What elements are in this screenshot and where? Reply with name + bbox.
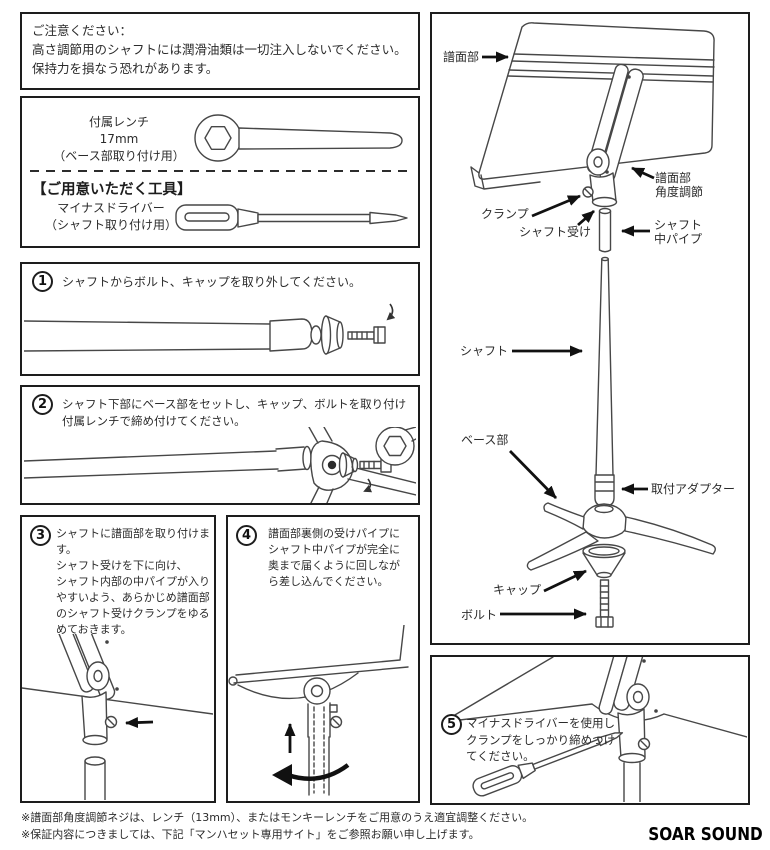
- screwdriver-label: マイナスドライバー （シャフト取り付け用）: [44, 201, 177, 232]
- footnote-2: ※保証内容につきましては、下記「マンハセット専用サイト」をご参照お願い申し上げま…: [21, 828, 480, 841]
- step4-box: 4 譜面部裏側の受けパイプに シャフト中パイプが完全に 奥まで届くように回しなが…: [226, 515, 420, 803]
- step2-box: 2 シャフト下部にベース部をセットし、キャップ、ボルトを取り付け 付属レンチで締…: [20, 385, 420, 505]
- label-bolt: ボルト: [461, 608, 498, 622]
- step2-text: シャフト下部にベース部をセットし、キャップ、ボルトを取り付け 付属レンチで締め付…: [62, 397, 407, 428]
- label-adapter: 取付アダプター: [651, 482, 736, 496]
- shaft-bolt-cap-diagram: [24, 303, 396, 355]
- footnote-1: ※譜面部角度調節ネジは、レンチ（13mm）、またはモンキーレンチをご用意のうえ適…: [21, 811, 534, 824]
- step4-number: 4: [236, 525, 257, 546]
- step3-text: シャフトに譜面部を取り付けま す。 シャフト受けを下に向け、 シャフト内部の中パ…: [56, 527, 210, 636]
- divider: [30, 170, 412, 172]
- label-base: ベース部: [461, 433, 509, 447]
- flathead-screwdriver-icon: [175, 204, 408, 231]
- notice-body: 高さ調節用のシャフトには潤滑油類は一切注入しないでください。 保持力を損なう恐れ…: [32, 42, 407, 77]
- label-desk: 譜面部: [443, 50, 480, 64]
- label-shaft-receiver: シャフト受け: [519, 225, 592, 239]
- box-wrench-icon: [194, 114, 403, 162]
- step5-number: 5: [441, 714, 462, 735]
- label-clamp: クランプ: [481, 207, 529, 221]
- base-assembly-diagram: [24, 427, 416, 503]
- label-angle-adjust: 譜面部 角度調節: [655, 171, 704, 200]
- step5-text: マイナスドライバーを使用し クランプをしっかり締めつけ てください。: [466, 716, 616, 764]
- step3-number: 3: [30, 525, 51, 546]
- tools-box: 付属レンチ 17mm （ベース部取り付け用） 【ご用意いただく工具】 マイナスド…: [20, 96, 420, 248]
- label-mid-pipe: シャフト 中パイプ: [654, 218, 703, 247]
- label-cap: キャップ: [493, 583, 542, 597]
- notice-title: ご注意ください：: [32, 23, 133, 38]
- clamp-loosen-diagram: [22, 634, 213, 800]
- step1-text: シャフトからボルト、キャップを取り外してください。: [62, 275, 362, 289]
- brand-logo: SOAR SOUND: [648, 824, 763, 845]
- step3-box: 3 シャフトに譜面部を取り付けま す。 シャフト受けを下に向け、 シャフト内部の…: [20, 515, 216, 803]
- music-stand-diagram: [470, 22, 716, 628]
- step1-box: 1 シャフトからボルト、キャップを取り外してください。: [20, 262, 420, 376]
- step2-number: 2: [32, 394, 53, 415]
- overview-diagram-box: 譜面部 譜面部 角度調節 クランプ シャフト受け シャフト 中パイプ シャフト …: [430, 12, 750, 645]
- label-shaft: シャフト: [460, 344, 509, 358]
- pipe-insert-diagram: [228, 625, 409, 796]
- step1-number: 1: [32, 271, 53, 292]
- step4-text: 譜面部裏側の受けパイプに シャフト中パイプが完全に 奥まで届くように回しなが ら…: [268, 527, 400, 588]
- notice-box: ご注意ください： 高さ調節用のシャフトには潤滑油類は一切注入しないでください。 …: [20, 12, 420, 90]
- tools-heading: 【ご用意いただく工具】: [32, 182, 192, 198]
- tighten-clamp-diagram: [442, 657, 747, 802]
- included-wrench-label: 付属レンチ 17mm （ベース部取り付け用）: [53, 115, 185, 163]
- step5-box: 5 マイナスドライバーを使用し クランプをしっかり締めつけ てください。: [430, 655, 750, 805]
